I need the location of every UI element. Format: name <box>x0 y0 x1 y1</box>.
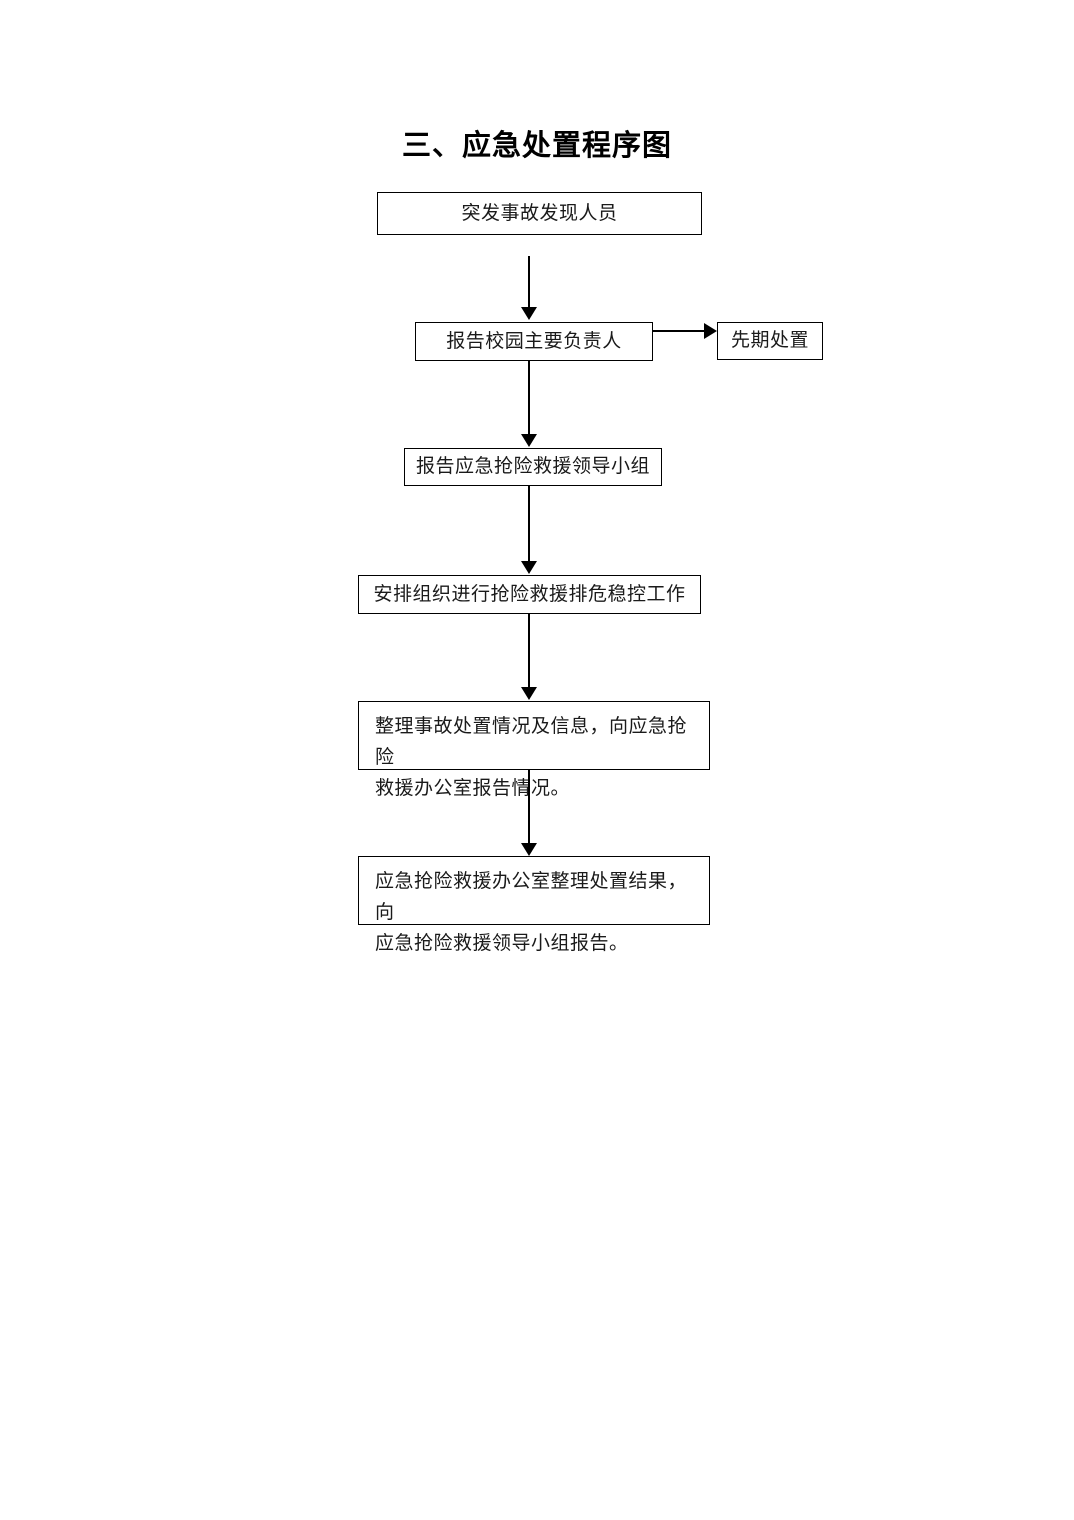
flow-node-organize-rescue-work[interactable]: 安排组织进行抢险救援排危稳控工作 <box>358 575 701 614</box>
page-title: 三、应急处置程序图 <box>401 130 672 162</box>
flow-node-report-principal[interactable]: 报告校园主要负责人 <box>415 322 653 361</box>
flow-node-report-rescue-leadership[interactable]: 报告应急抢险救援领导小组 <box>404 448 662 486</box>
flow-node-compile-report-office[interactable]: 整理事故处置情况及信息，向应急抢险 救援办公室报告情况。 <box>358 701 710 799</box>
flow-node-label: 先期处置 <box>730 330 809 351</box>
flow-node-incident-discoverer[interactable]: 突发事故发现人员 <box>377 192 702 235</box>
flow-node-label-line-2: 应急抢险救援领导小组报告。 <box>375 933 629 954</box>
flow-node-label-line-1: 应急抢险救援办公室整理处置结果，向 <box>375 871 688 923</box>
flow-node-label: 突发事故发现人员 <box>461 202 618 224</box>
flow-node-label: 安排组织进行抢险救援排危稳控工作 <box>373 583 686 605</box>
flow-node-preliminary-handling[interactable]: 先期处置 <box>717 322 823 360</box>
flow-node-label: 报告应急抢险救援领导小组 <box>415 456 650 477</box>
flow-node-office-reports-leadership[interactable]: 应急抢险救援办公室整理处置结果，向 应急抢险救援领导小组报告。 <box>358 856 710 954</box>
flow-node-label-line-2: 救援办公室报告情况。 <box>375 778 571 799</box>
flow-node-label: 报告校园主要负责人 <box>446 330 622 352</box>
flow-node-label-line-1: 整理事故处置情况及信息，向应急抢险 <box>375 716 688 768</box>
